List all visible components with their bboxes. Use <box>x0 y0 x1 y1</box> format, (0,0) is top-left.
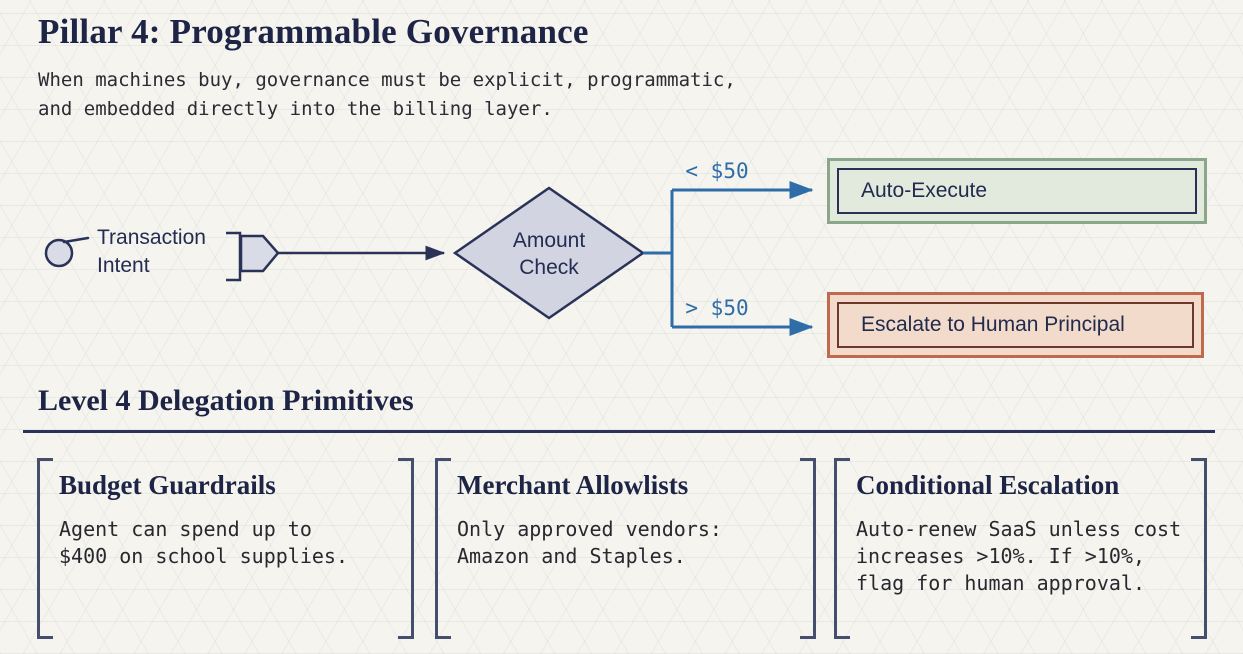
card-title: Budget Guardrails <box>59 470 276 500</box>
card-body: Auto-renew SaaS unless cost increases >1… <box>856 517 1182 595</box>
card-budget-guardrails: Budget Guardrails Agent can spend up to … <box>37 458 414 639</box>
bracket-tag-icon <box>226 231 280 282</box>
left-bracket-icon <box>37 458 53 639</box>
auto-execute-label: Auto-Execute <box>837 168 1197 214</box>
right-bracket-icon <box>398 458 414 639</box>
right-bracket-icon <box>1191 458 1207 639</box>
escalate-label: Escalate to Human Principal <box>837 302 1194 348</box>
card-body: Only approved vendors: Amazon and Staple… <box>457 517 722 568</box>
card-title: Conditional Escalation <box>856 470 1120 500</box>
section-divider <box>23 430 1215 433</box>
escalate-node: Escalate to Human Principal <box>827 292 1204 358</box>
auto-execute-node: Auto-Execute <box>827 158 1207 224</box>
start-node-label: Transaction Intent <box>97 226 206 277</box>
card-body: Agent can spend up to $400 on school sup… <box>59 517 348 568</box>
card-merchant-allowlists: Merchant Allowlists Only approved vendor… <box>435 458 816 639</box>
page-subtitle: When machines buy, governance must be ex… <box>38 69 736 120</box>
left-bracket-icon <box>834 458 850 639</box>
start-state-icon <box>44 236 90 268</box>
right-bracket-icon <box>800 458 816 639</box>
branch-label-under-50: < $50 <box>685 159 749 183</box>
card-title: Merchant Allowlists <box>457 470 689 500</box>
page-title: Pillar 4: Programmable Governance <box>38 12 589 51</box>
left-bracket-icon <box>435 458 451 639</box>
branch-label-over-50: > $50 <box>685 296 749 320</box>
decision-node-label: Amount Check <box>512 229 586 279</box>
card-conditional-escalation: Conditional Escalation Auto-renew SaaS u… <box>834 458 1207 639</box>
section-title: Level 4 Delegation Primitives <box>38 384 414 417</box>
